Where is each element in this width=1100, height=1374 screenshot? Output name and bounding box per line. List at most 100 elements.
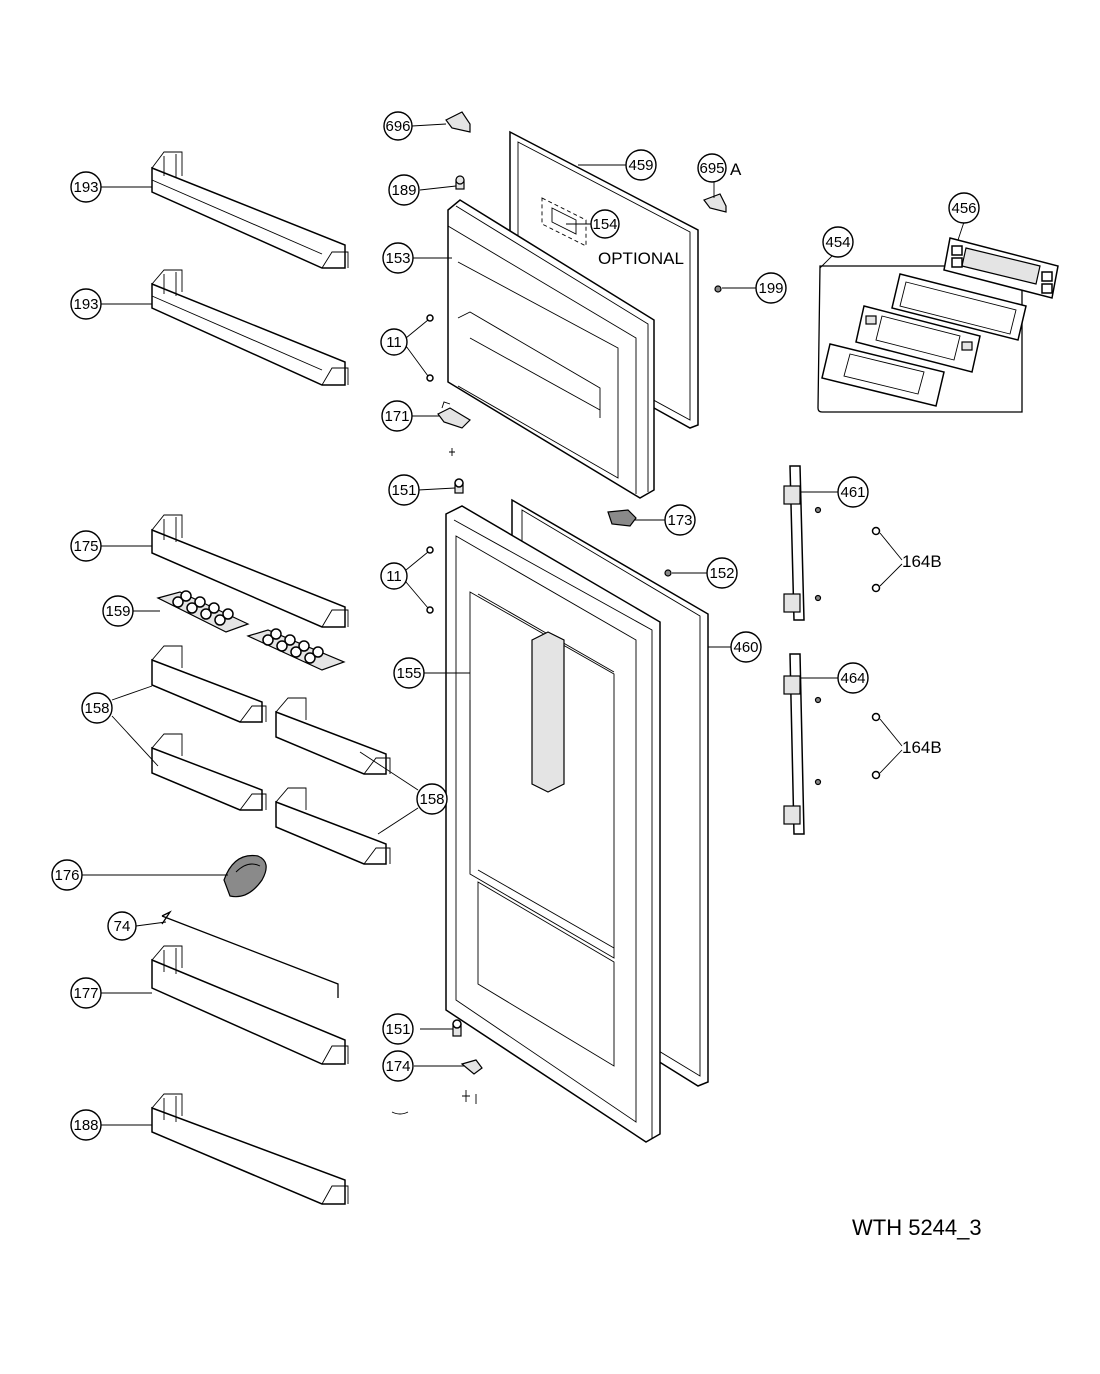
callout-454: 454 xyxy=(822,226,854,258)
callout-label: 193 xyxy=(73,179,98,196)
callout-193-second: 193 xyxy=(70,288,102,320)
screw-199 xyxy=(714,285,722,293)
callout-label: 696 xyxy=(385,118,410,135)
caps-164b-upper xyxy=(871,526,881,593)
screw-189 xyxy=(455,175,465,190)
rod-74 xyxy=(161,910,339,998)
callout-464: 464 xyxy=(837,662,869,694)
callout-193-top: 193 xyxy=(70,171,102,203)
cover-176 xyxy=(223,854,267,898)
callout-label: 199 xyxy=(758,280,783,297)
callout-label: 460 xyxy=(733,639,758,656)
callout-label: 176 xyxy=(54,867,79,884)
handle-461 xyxy=(783,465,822,621)
callout-159: 159 xyxy=(102,595,134,627)
callout-152: 152 xyxy=(706,557,738,589)
label-area-154 xyxy=(541,197,587,247)
callout-label: 154 xyxy=(592,216,617,233)
callout-label: 153 xyxy=(385,250,410,267)
callout-label: 175 xyxy=(73,538,98,555)
door-shelf-177 xyxy=(151,945,349,1065)
callout-158-right: 158 xyxy=(416,783,448,815)
screws-11-lower xyxy=(426,546,434,614)
callout-695: 695 xyxy=(697,153,727,183)
callout-188: 188 xyxy=(70,1109,102,1141)
hinge-174 xyxy=(460,1059,483,1104)
cap-696 xyxy=(445,111,471,133)
screw-152 xyxy=(664,569,672,577)
callout-153: 153 xyxy=(382,242,414,274)
door-shelf-175 xyxy=(151,514,349,628)
display-board-456 xyxy=(943,237,1059,299)
door-shelf-193-second xyxy=(151,269,349,386)
small-bin-158-c xyxy=(275,697,391,775)
callout-label: 171 xyxy=(384,408,409,425)
freezer-door-153 xyxy=(447,199,655,499)
callout-label: 459 xyxy=(628,157,653,174)
fridge-door-155 xyxy=(445,505,661,1143)
callout-456: 456 xyxy=(948,192,980,224)
callout-176: 176 xyxy=(51,859,83,891)
screws-11-upper xyxy=(426,314,434,382)
hinge-171 xyxy=(437,401,471,456)
callout-label: 193 xyxy=(73,296,98,313)
callout-695-suffix: A xyxy=(730,160,742,179)
callout-154: 154 xyxy=(590,209,620,239)
bushing-151-bottom xyxy=(452,1019,462,1037)
label-164b-upper: 164B xyxy=(902,552,942,571)
callout-11-lower: 11 xyxy=(380,562,408,590)
callout-label: 454 xyxy=(825,234,850,251)
callout-label: 173 xyxy=(667,512,692,529)
callout-151-top: 151 xyxy=(388,474,420,506)
callout-label: 695 xyxy=(699,160,724,177)
callout-label: 188 xyxy=(73,1117,98,1134)
callout-461: 461 xyxy=(837,476,869,508)
arc-mark xyxy=(391,1111,409,1115)
leader-lines xyxy=(82,123,965,1126)
door-shelf-193-top xyxy=(151,151,349,269)
callout-label: 464 xyxy=(840,670,865,687)
callout-151-bottom: 151 xyxy=(382,1013,414,1045)
callout-label: 151 xyxy=(385,1021,410,1038)
control-panel-group-454 xyxy=(817,265,1027,413)
callout-171: 171 xyxy=(381,400,413,432)
hinge-173 xyxy=(607,509,637,527)
callout-label: 159 xyxy=(105,603,130,620)
small-bin-158-a xyxy=(151,645,267,723)
callout-460: 460 xyxy=(730,631,762,663)
callout-74: 74 xyxy=(107,911,137,941)
drawing-code: WTH 5244_3 xyxy=(852,1215,982,1240)
egg-tray-159-right xyxy=(246,628,346,671)
callout-label: 189 xyxy=(391,182,416,199)
callout-696: 696 xyxy=(383,111,413,141)
small-bin-158-d xyxy=(275,787,391,865)
callout-label: 177 xyxy=(73,985,98,1002)
bushing-151-top xyxy=(454,478,464,494)
small-bin-158-b xyxy=(151,733,267,811)
callout-173: 173 xyxy=(664,504,696,536)
callout-11-upper: 11 xyxy=(380,328,408,356)
callout-label: 158 xyxy=(419,791,444,808)
callout-459: 459 xyxy=(625,149,657,181)
egg-tray-159-left xyxy=(156,590,250,633)
callout-199: 199 xyxy=(755,272,787,304)
door-shelf-188 xyxy=(151,1093,349,1205)
callout-158-left: 158 xyxy=(81,692,113,724)
callout-label: 152 xyxy=(709,565,734,582)
callout-label: 155 xyxy=(396,665,421,682)
caps-164b-lower xyxy=(871,712,881,780)
callout-label: 174 xyxy=(385,1058,410,1075)
callout-189: 189 xyxy=(388,174,420,206)
callout-177: 177 xyxy=(70,977,102,1009)
callout-label: 11 xyxy=(386,568,402,585)
callout-label: 158 xyxy=(84,700,109,717)
callout-label: 11 xyxy=(386,334,402,351)
callout-155: 155 xyxy=(393,657,425,689)
optional-note: OPTIONAL xyxy=(598,249,684,268)
callout-174: 174 xyxy=(382,1050,414,1082)
handle-464 xyxy=(783,653,822,835)
callout-label: 74 xyxy=(114,918,131,935)
callout-label: 151 xyxy=(391,482,416,499)
label-164b-lower: 164B xyxy=(902,738,942,757)
